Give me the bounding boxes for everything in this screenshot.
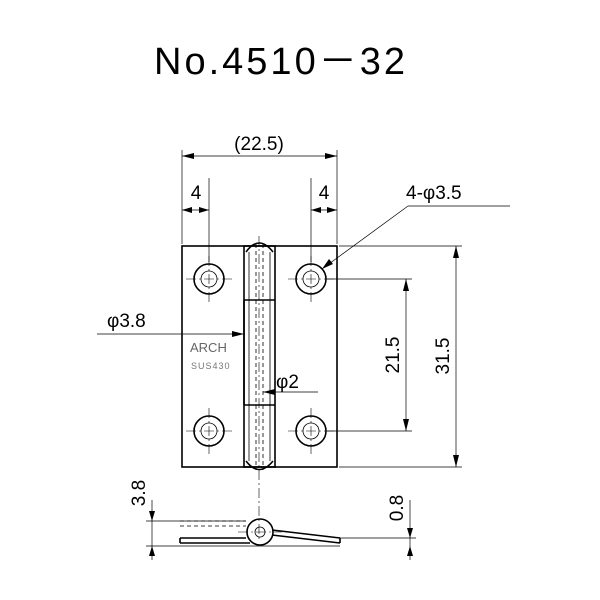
hinge-side-view xyxy=(146,518,341,547)
dimension-hole-offset-left: 4 xyxy=(182,178,210,262)
callout-pin-diameter: φ3.8 xyxy=(97,311,244,337)
callout-pin-hole: φ2 xyxy=(263,372,318,395)
dimension-hole-pitch: 21.5 xyxy=(327,278,412,432)
pin-diameter-label: φ3.8 xyxy=(107,311,146,332)
hole-offset-left-label: 4 xyxy=(191,183,202,204)
dimension-overall-width: (22.5) xyxy=(181,134,338,244)
material-marking: SUS430 xyxy=(191,361,231,371)
hole-centerlines xyxy=(186,256,334,454)
knuckle-top-cap xyxy=(245,242,274,253)
pin-hole-label: φ2 xyxy=(276,372,299,393)
dimension-side-height: 3.8 xyxy=(129,480,155,560)
hinge-front-view: ARCH SUS430 xyxy=(181,236,338,540)
hole-offset-right-label: 4 xyxy=(319,183,330,204)
hole-callout-label: 4-φ3.5 xyxy=(406,183,462,204)
overall-height-label: 31.5 xyxy=(433,338,454,375)
knuckle-bottom-cap xyxy=(245,460,274,471)
dimension-hole-offset-right: 4 xyxy=(310,178,337,262)
side-leaf-left-open xyxy=(180,520,246,527)
brand-marking: ARCH xyxy=(190,340,227,355)
part-number-title: No.4510－32 xyxy=(154,41,408,83)
side-height-label: 3.8 xyxy=(129,480,150,506)
side-leaf-left xyxy=(179,537,250,544)
dimension-overall-height: 31.5 xyxy=(339,245,462,468)
dimension-leaf-thickness: 0.8 xyxy=(340,495,416,560)
side-leaf-right xyxy=(271,529,341,544)
callout-hole-diameter: 4-φ3.5 xyxy=(321,183,510,270)
leaf-thickness-label: 0.8 xyxy=(387,495,408,521)
overall-width-label: (22.5) xyxy=(234,134,284,155)
hole-pitch-label: 21.5 xyxy=(383,337,404,374)
